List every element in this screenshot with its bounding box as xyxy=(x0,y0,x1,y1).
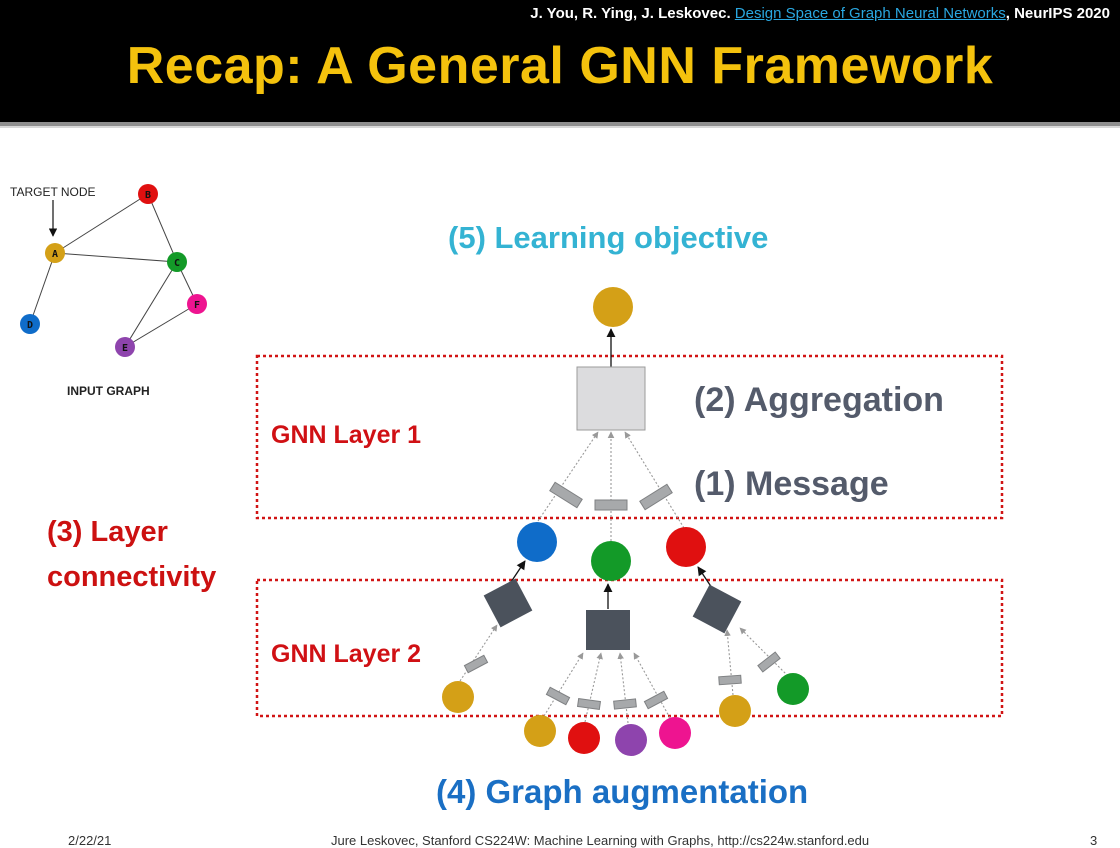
edge-a-b xyxy=(54,193,149,254)
graph-node-d xyxy=(20,314,40,334)
graph-node-e-label: E xyxy=(122,343,128,354)
computation-tree xyxy=(442,287,809,756)
leaf-node-pink xyxy=(659,717,691,749)
aggregator-top xyxy=(576,366,646,431)
leaf-node-yellow xyxy=(524,715,556,747)
header-rule xyxy=(0,122,1120,126)
message-box xyxy=(463,654,489,674)
message-box xyxy=(549,481,583,509)
message-box xyxy=(718,674,742,686)
edge-a-c xyxy=(54,252,178,263)
gnn-layer-1-box xyxy=(255,354,1004,520)
learning-objective-label: (5) Learning objective xyxy=(448,220,769,255)
edge-c-e xyxy=(124,261,178,348)
message-edge xyxy=(543,652,584,717)
graph-node-c-label: C xyxy=(174,258,180,269)
graph-node-e xyxy=(115,337,135,357)
message-box xyxy=(545,686,571,706)
message-edge xyxy=(739,627,789,677)
graph-node-b xyxy=(138,184,158,204)
graph-node-f-label: F xyxy=(194,300,200,311)
message-box xyxy=(613,698,637,710)
graph-node-a xyxy=(45,243,65,263)
graph-node-a-label: A xyxy=(52,249,58,260)
graph-node-d-label: D xyxy=(27,320,33,331)
message-edge xyxy=(633,652,671,719)
header-bar xyxy=(0,0,1120,122)
message-edge xyxy=(724,629,734,696)
header-rule-light xyxy=(0,126,1120,128)
message-edge xyxy=(584,652,603,723)
leaf-node-yellow xyxy=(719,695,751,727)
message-box xyxy=(643,690,669,710)
message-box xyxy=(576,697,602,711)
layer1-node-green xyxy=(591,541,631,581)
citation-authors: J. You, R. Ying, J. Leskovec. xyxy=(530,5,731,22)
aggregator-center xyxy=(586,610,630,650)
message-edge xyxy=(459,624,498,682)
input-graph-caption: INPUT GRAPH xyxy=(67,384,150,398)
page-title: Recap: A General GNN Framework xyxy=(126,37,994,95)
leaf-node-purple xyxy=(615,724,647,756)
layer1-node-red xyxy=(666,527,706,567)
graph-augmentation-label: (4) Graph augmentation xyxy=(436,773,809,810)
footer-date: 2/22/21 xyxy=(68,833,112,848)
gnn-layer-1-label: GNN Layer 1 xyxy=(271,421,422,449)
aggregator-left xyxy=(483,578,533,628)
edge-b-c xyxy=(147,193,178,263)
aggregation-arrow xyxy=(510,560,526,583)
layer-connectivity-label: (3) Layer connectivity xyxy=(47,510,216,600)
graph-node-b-label: B xyxy=(145,190,151,201)
message-box xyxy=(639,483,673,511)
message-box xyxy=(757,651,781,673)
citation-link[interactable]: Design Space of Graph Neural Networks xyxy=(734,5,1006,22)
output-node xyxy=(593,287,633,327)
aggregation-label: (2) Aggregation xyxy=(694,381,944,419)
message-edge xyxy=(624,431,685,529)
message-label: (1) Message xyxy=(694,465,889,503)
leaf-node-yellow xyxy=(442,681,474,713)
citation: J. You, R. Ying, J. Leskovec. Design Spa… xyxy=(530,5,1110,22)
layer1-node-blue xyxy=(517,522,557,562)
graph-node-f xyxy=(187,294,207,314)
graph-node-c xyxy=(167,252,187,272)
citation-venue: , NeurIPS 2020 xyxy=(1005,5,1110,22)
gnn-layer-2-box xyxy=(255,578,1004,718)
gnn-layer-2-label: GNN Layer 2 xyxy=(271,640,422,668)
message-edge xyxy=(617,652,629,724)
target-node-label: TARGET NODE xyxy=(10,185,96,199)
leaf-node-green xyxy=(777,673,809,705)
edge-a-d xyxy=(29,252,56,325)
footer-credit: Jure Leskovec, Stanford CS224W: Machine … xyxy=(331,833,870,848)
layer-connectivity-line1: (3) Layer xyxy=(47,516,168,548)
aggregation-arrow xyxy=(697,566,713,589)
edge-f-e xyxy=(124,303,198,348)
layer-connectivity-line2: connectivity xyxy=(47,561,217,593)
aggregator-right xyxy=(692,584,742,634)
input-graph: A B C D E F xyxy=(20,184,207,357)
message-box xyxy=(594,499,628,511)
page-number: 3 xyxy=(1090,833,1098,848)
message-edge xyxy=(537,431,599,522)
leaf-node-red xyxy=(568,722,600,754)
